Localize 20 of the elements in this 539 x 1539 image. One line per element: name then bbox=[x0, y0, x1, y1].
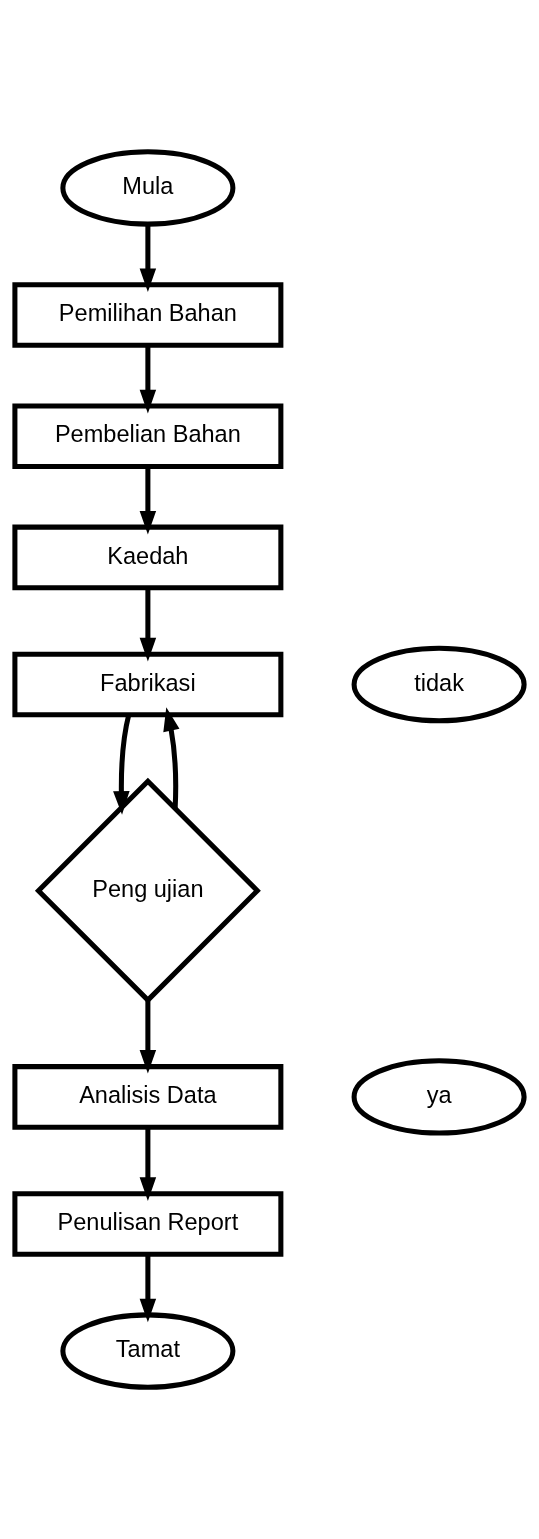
node-box: Penulisan Report bbox=[12, 1191, 284, 1257]
node-ellipse: Tamat bbox=[60, 1312, 236, 1390]
node-box: Pemilihan Bahan bbox=[12, 282, 284, 348]
node-ellipse: Mula bbox=[60, 149, 236, 227]
arrow bbox=[139, 467, 157, 535]
node-diamond: Peng ujian bbox=[34, 777, 261, 1004]
node-box: Kaedah bbox=[12, 524, 284, 591]
arrow bbox=[139, 1000, 157, 1074]
node-ellipse: tidak bbox=[351, 645, 527, 724]
node-box: Analisis Data bbox=[12, 1064, 284, 1130]
arrow bbox=[139, 224, 157, 293]
arrow bbox=[139, 1127, 157, 1201]
node-ellipse: ya bbox=[351, 1058, 527, 1136]
arrow bbox=[163, 707, 180, 809]
arrow bbox=[139, 587, 157, 662]
node-box: Pembelian Bahan bbox=[12, 403, 284, 470]
arrow bbox=[139, 1254, 157, 1323]
arrow bbox=[139, 345, 157, 414]
arrow bbox=[113, 714, 132, 815]
node-box: Fabrikasi bbox=[12, 651, 284, 718]
